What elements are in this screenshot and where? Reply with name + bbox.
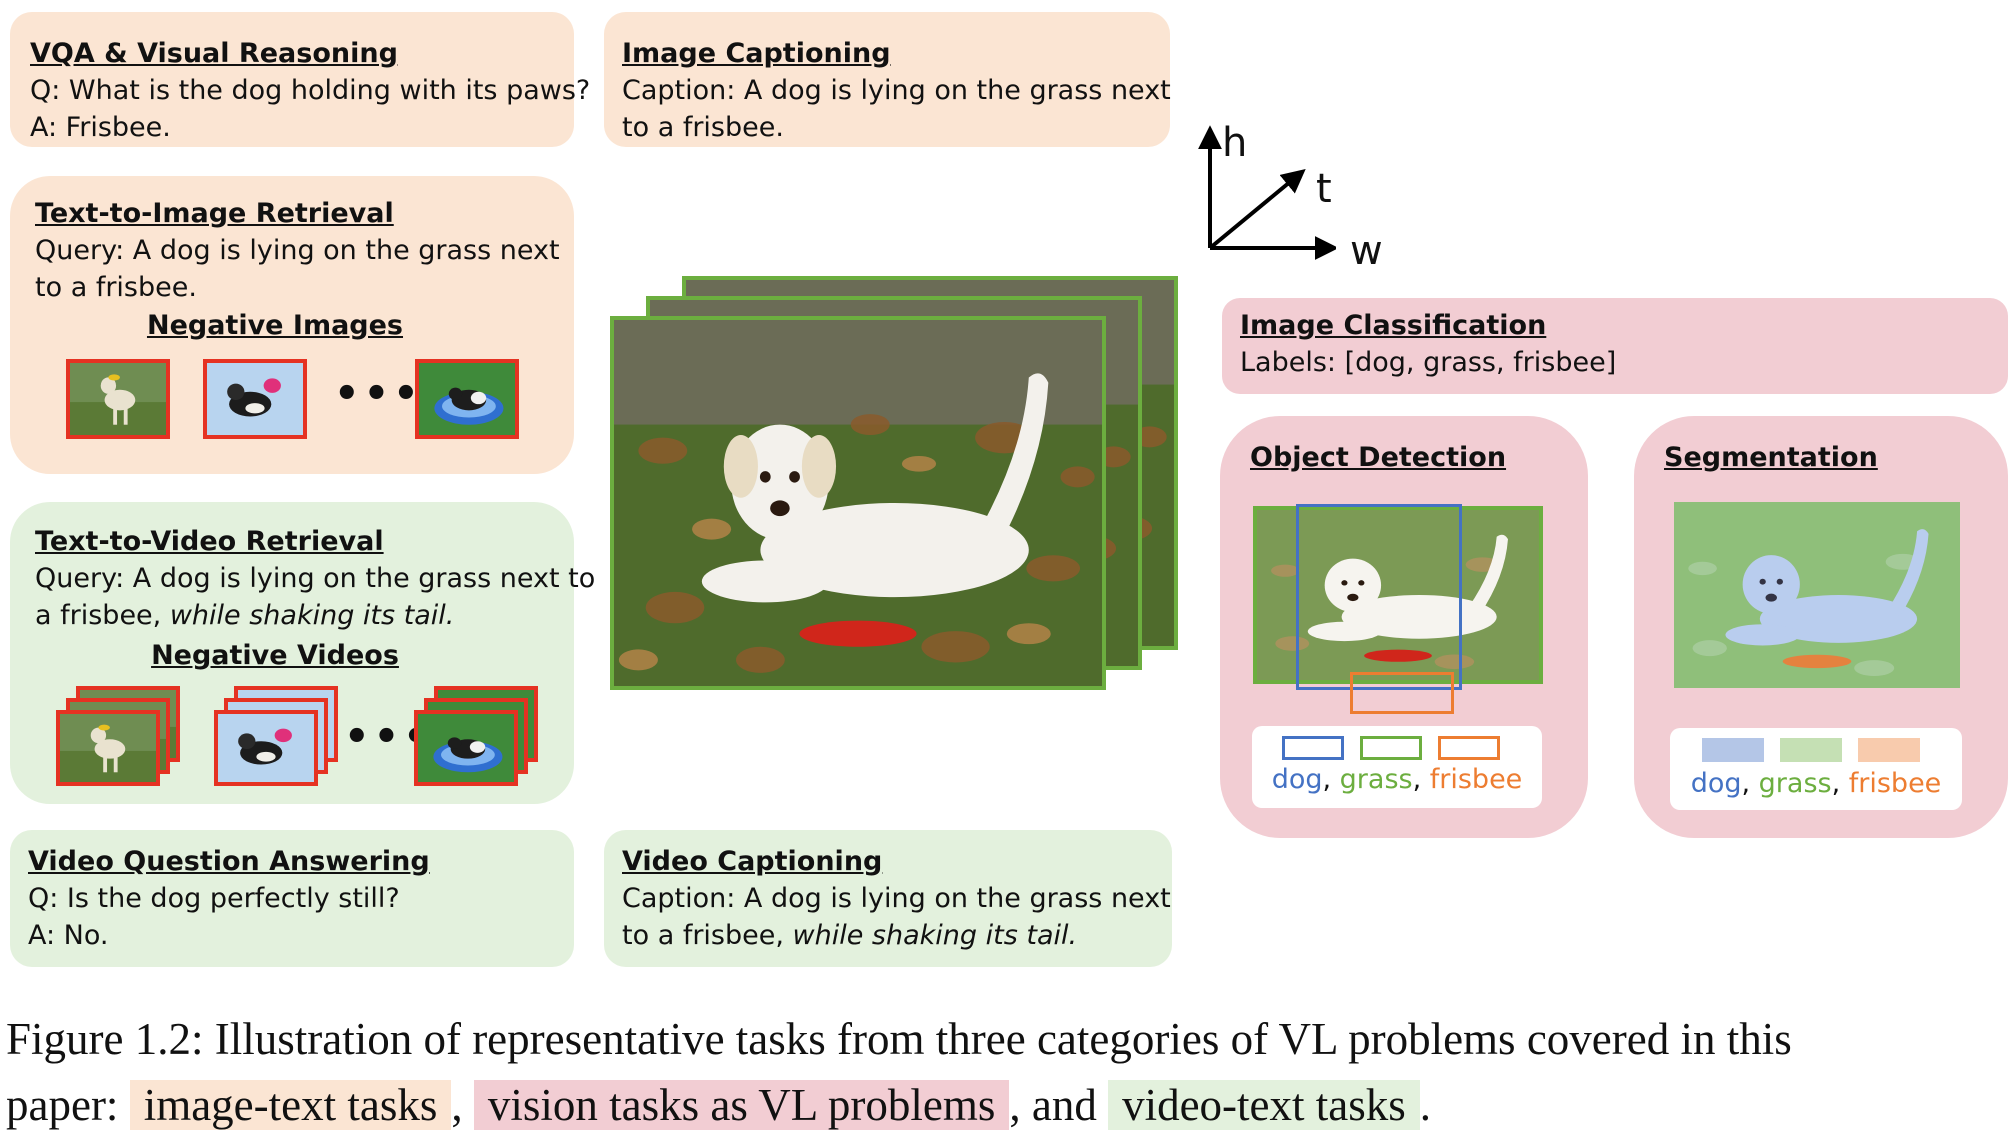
- legend-dog-swatch: [1702, 738, 1764, 762]
- frisbee-bounding-box: [1350, 672, 1454, 714]
- text-to-video-retrieval-panel: Text-to-Video Retrieval Query: A dog is …: [10, 502, 595, 804]
- negative-video-2-frame-1: [214, 710, 318, 786]
- vqa-title: VQA & Visual Reasoning: [30, 38, 398, 69]
- image-captioning-panel: Image Captioning Caption: A dog is lying…: [604, 12, 1171, 147]
- negative-video-3-frame-1: [414, 710, 518, 786]
- image-text-tasks-highlight: image-text tasks: [129, 1080, 452, 1130]
- detection-legend-labels: dog, grass, frisbee: [1271, 764, 1523, 795]
- video-qa-answer: A: No.: [28, 920, 109, 951]
- video-text-tasks-highlight: video-text tasks: [1108, 1080, 1420, 1130]
- axis-label-w: w: [1350, 228, 1383, 274]
- segmentation-panel: Segmentation dog, grass, frisbee: [1634, 416, 2008, 838]
- vqa-answer: A: Frisbee.: [30, 112, 171, 143]
- negative-videos-title: Negative Videos: [151, 640, 399, 671]
- detection-legend: dog, grass, frisbee: [1252, 726, 1542, 808]
- main-image: [610, 316, 1106, 690]
- legend-dog-label: dog: [1271, 764, 1323, 795]
- object-detection-title: Object Detection: [1250, 442, 1507, 473]
- legend-frisbee-label: frisbee: [1429, 764, 1523, 795]
- segmentation-legend: dog, grass, frisbee: [1670, 728, 1962, 810]
- figure-caption-line2: paper: image-text tasks, vision tasks as…: [6, 1080, 1432, 1130]
- segmentation-image: [1674, 502, 1960, 688]
- image-classification-panel: Image Classification Labels: [dog, grass…: [1222, 298, 2008, 394]
- t2i-title: Text-to-Image Retrieval: [35, 198, 394, 229]
- negative-image-1: [66, 359, 170, 439]
- segmentation-legend-labels: dog, grass, frisbee: [1690, 768, 1942, 799]
- legend-dog-box: [1282, 736, 1344, 760]
- image-captioning-line1: Caption: A dog is lying on the grass nex…: [622, 75, 1171, 106]
- image-classification-title: Image Classification: [1240, 310, 1547, 341]
- vqa-panel: VQA & Visual Reasoning Q: What is the do…: [10, 12, 590, 147]
- legend-grass-swatch: [1780, 738, 1842, 762]
- legend-grass-box: [1360, 736, 1422, 760]
- video-captioning-line1: Caption: A dog is lying on the grass nex…: [622, 883, 1171, 914]
- t2i-query-line2: to a frisbee.: [35, 272, 197, 303]
- segmentation-title: Segmentation: [1664, 442, 1878, 473]
- t2v-query-line2: a frisbee, while shaking its tail.: [35, 598, 454, 634]
- dog-bounding-box: [1296, 504, 1462, 690]
- t2v-query-line1: Query: A dog is lying on the grass next …: [35, 563, 596, 594]
- video-captioning-line2-italic: while shaking its tail.: [792, 920, 1078, 951]
- legend-frisbee-swatch: [1858, 738, 1920, 762]
- text-to-image-retrieval-panel: Text-to-Image Retrieval Query: A dog is …: [10, 176, 574, 474]
- image-captioning-title: Image Captioning: [622, 38, 891, 69]
- negative-video-1-frame-1: [56, 710, 160, 786]
- detection-image: [1253, 506, 1543, 684]
- object-detection-panel: Object Detection dog, grass, frisbee: [1220, 416, 1588, 838]
- image-captioning-line2: to a frisbee.: [622, 112, 784, 143]
- negative-images-title: Negative Images: [146, 310, 404, 341]
- video-captioning-title: Video Captioning: [622, 846, 883, 877]
- seg-legend-frisbee-label: frisbee: [1848, 768, 1942, 799]
- seg-legend-grass-label: grass: [1758, 768, 1832, 799]
- t2v-query-line2-italic: while shaking its tail.: [169, 600, 455, 631]
- vision-tasks-highlight: vision tasks as VL problems: [473, 1080, 1010, 1130]
- vqa-question: Q: What is the dog holding with its paws…: [30, 75, 591, 106]
- legend-frisbee-box: [1438, 736, 1500, 760]
- negative-image-2: [203, 359, 307, 439]
- video-captioning-line2-plain: to a frisbee,: [622, 920, 793, 951]
- video-qa-panel: Video Question Answering Q: Is the dog p…: [10, 830, 574, 967]
- figure-caption-line1: Figure 1.2: Illustration of representati…: [6, 1014, 1792, 1064]
- video-captioning-panel: Video Captioning Caption: A dog is lying…: [604, 830, 1172, 967]
- t2v-query-line2-plain: a frisbee,: [35, 600, 170, 631]
- t2i-query-line1: Query: A dog is lying on the grass next: [35, 235, 560, 266]
- t2v-title: Text-to-Video Retrieval: [35, 526, 384, 557]
- axis-label-h: h: [1222, 120, 1248, 166]
- image-classification-labels: Labels: [dog, grass, frisbee]: [1240, 347, 1617, 378]
- seg-legend-dog-label: dog: [1690, 768, 1742, 799]
- axis-label-t: t: [1316, 166, 1332, 212]
- legend-grass-label: grass: [1339, 764, 1413, 795]
- video-qa-title: Video Question Answering: [28, 846, 430, 877]
- hwt-axes-icon: [1198, 125, 1336, 260]
- negative-images-ellipsis: •••: [334, 371, 423, 417]
- video-captioning-line2: to a frisbee, while shaking its tail.: [622, 918, 1077, 954]
- caption-prefix: paper:: [6, 1080, 130, 1130]
- negative-image-3: [415, 359, 519, 439]
- video-qa-question: Q: Is the dog perfectly still?: [28, 883, 400, 914]
